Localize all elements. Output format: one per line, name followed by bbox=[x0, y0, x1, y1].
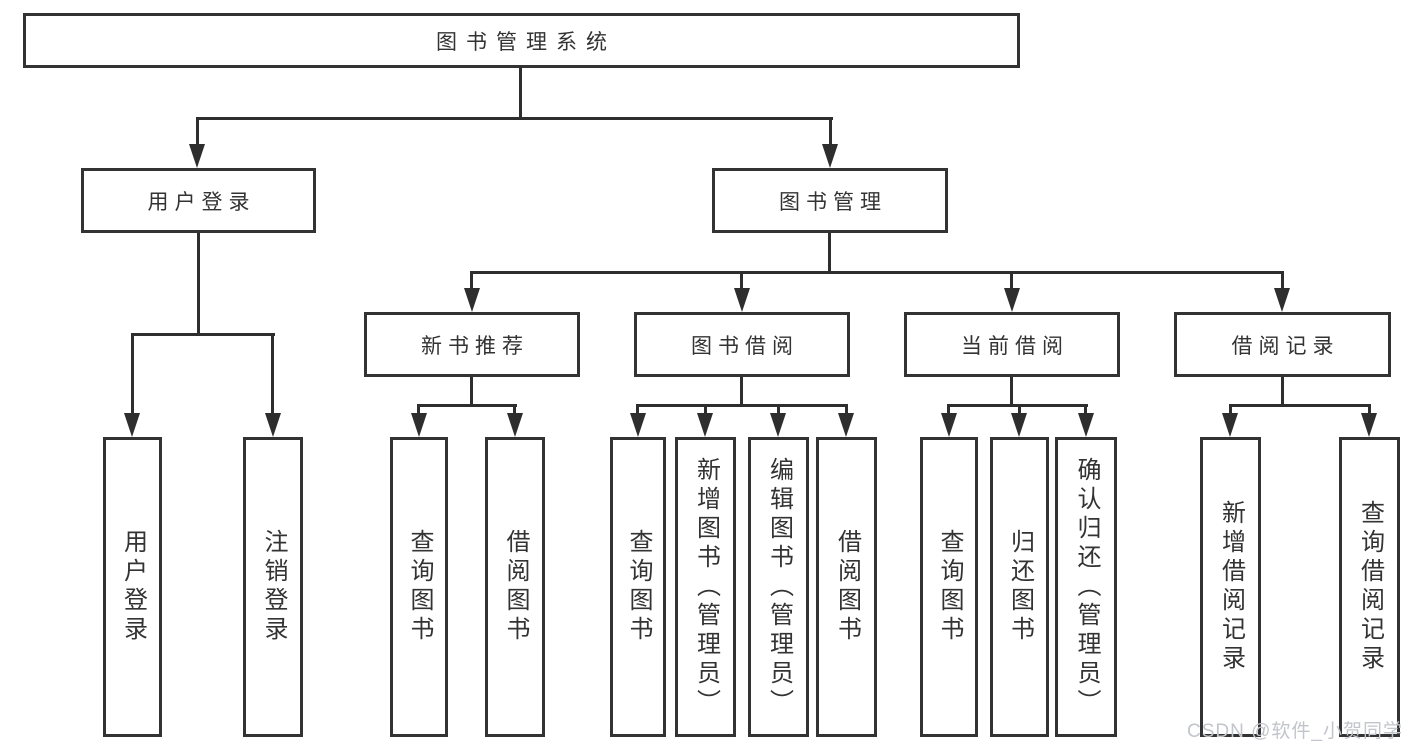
watermark: CSDN @软件_小贺同学 bbox=[1187, 721, 1403, 742]
leaf-user-login: 用户登录 bbox=[103, 437, 162, 737]
arrow-down-icon bbox=[1361, 413, 1377, 437]
arrow-down-icon bbox=[1078, 413, 1094, 437]
connector-line bbox=[197, 233, 200, 335]
connector-line bbox=[417, 404, 517, 407]
leaf-add-book-admin: 新增图书（管理员） bbox=[675, 437, 736, 737]
node-label: 图书管理 bbox=[779, 190, 887, 214]
node-user-login: 用户登录 bbox=[81, 168, 316, 233]
arrow-down-icon bbox=[770, 413, 786, 437]
leaf-query-books-recommend: 查询图书 bbox=[390, 437, 448, 737]
node-label: 借阅图书 bbox=[833, 529, 861, 645]
node-label: 编辑图书（管理员） bbox=[765, 456, 793, 718]
connector-line bbox=[1368, 404, 1371, 417]
arrow-down-icon bbox=[411, 413, 427, 437]
node-label: 图书借阅 bbox=[691, 334, 799, 358]
connector-line bbox=[1281, 377, 1284, 406]
node-new-book-recommendation: 新书推荐 bbox=[364, 312, 580, 377]
connector-line bbox=[196, 117, 199, 149]
connector-line bbox=[829, 117, 832, 149]
node-label: 确认归还（管理员） bbox=[1073, 456, 1100, 718]
arrow-down-icon bbox=[697, 413, 713, 437]
connector-line bbox=[947, 404, 1088, 407]
arrow-down-icon bbox=[941, 413, 957, 437]
node-borrowing-records: 借阅记录 bbox=[1174, 312, 1391, 377]
node-label: 当前借阅 bbox=[961, 334, 1069, 358]
node-label: 用户登录 bbox=[147, 190, 256, 214]
node-label: 图书管理系统 bbox=[436, 30, 616, 54]
node-book-management: 图书管理 bbox=[712, 168, 948, 233]
connector-line bbox=[131, 333, 134, 417]
arrow-down-icon bbox=[838, 413, 854, 437]
connector-line bbox=[636, 404, 848, 407]
leaf-borrow-books-recommend: 借阅图书 bbox=[485, 437, 545, 737]
leaf-logout: 注销登录 bbox=[243, 437, 303, 737]
node-label: 查询图书 bbox=[936, 529, 963, 645]
arrow-down-icon bbox=[124, 413, 140, 437]
connector-line bbox=[1229, 404, 1232, 417]
node-label: 用户登录 bbox=[119, 529, 147, 645]
leaf-borrow-books-borrow: 借阅图书 bbox=[816, 437, 877, 737]
leaf-query-books-current: 查询图书 bbox=[920, 437, 978, 737]
node-label: 借阅图书 bbox=[502, 529, 529, 645]
connector-line bbox=[1018, 404, 1021, 417]
arrow-down-icon bbox=[630, 413, 646, 437]
arrow-down-icon bbox=[734, 288, 750, 312]
connector-line bbox=[470, 271, 473, 292]
connector-line bbox=[519, 66, 522, 120]
connector-line bbox=[470, 377, 473, 406]
leaf-edit-book-admin: 编辑图书（管理员） bbox=[748, 437, 809, 737]
connector-line bbox=[740, 377, 743, 406]
connector-line bbox=[1084, 404, 1087, 417]
arrow-down-icon bbox=[1274, 288, 1290, 312]
arrow-down-icon bbox=[464, 288, 480, 312]
node-book-borrowing: 图书借阅 bbox=[634, 312, 850, 377]
connector-line bbox=[947, 404, 950, 417]
connector-line bbox=[845, 404, 848, 417]
connector-line bbox=[704, 404, 707, 417]
connector-line bbox=[1010, 377, 1013, 406]
connector-line bbox=[740, 271, 743, 292]
arrow-down-icon bbox=[265, 413, 281, 437]
arrow-down-icon bbox=[1011, 413, 1027, 437]
connector-line bbox=[513, 404, 516, 417]
connector-line bbox=[828, 233, 831, 274]
arrow-down-icon bbox=[189, 144, 205, 168]
connector-line bbox=[417, 404, 420, 417]
leaf-return-book: 归还图书 bbox=[990, 437, 1049, 737]
leaf-add-borrow-record: 新增借阅记录 bbox=[1200, 437, 1261, 737]
node-label: 查询借阅记录 bbox=[1356, 500, 1384, 674]
connector-line bbox=[196, 117, 833, 120]
connector-line bbox=[271, 333, 274, 417]
connector-line bbox=[1229, 404, 1371, 407]
node-label: 查询图书 bbox=[625, 529, 652, 645]
node-label: 新增借阅记录 bbox=[1217, 500, 1245, 674]
connector-line bbox=[777, 404, 780, 417]
leaf-query-borrow-record: 查询借阅记录 bbox=[1339, 437, 1400, 737]
connector-line bbox=[471, 271, 1284, 274]
node-label: 归还图书 bbox=[1006, 529, 1034, 645]
connector-line bbox=[1281, 271, 1284, 292]
arrow-down-icon bbox=[1004, 288, 1020, 312]
node-label: 新增图书（管理员） bbox=[692, 456, 720, 718]
connector-line bbox=[1010, 271, 1013, 292]
node-label: 查询图书 bbox=[406, 529, 433, 645]
node-library-management-system: 图书管理系统 bbox=[23, 13, 1020, 68]
connector-line bbox=[636, 404, 639, 417]
node-label: 新书推荐 bbox=[421, 334, 529, 358]
node-current-borrowing: 当前借阅 bbox=[904, 312, 1120, 377]
arrow-down-icon bbox=[1222, 413, 1238, 437]
arrow-down-icon bbox=[822, 144, 838, 168]
arrow-down-icon bbox=[507, 413, 523, 437]
node-label: 借阅记录 bbox=[1231, 334, 1340, 358]
leaf-query-books-borrow: 查询图书 bbox=[610, 437, 666, 737]
leaf-confirm-return-admin: 确认归还（管理员） bbox=[1055, 437, 1117, 737]
node-label: 注销登录 bbox=[260, 529, 287, 645]
connector-line bbox=[131, 333, 275, 336]
